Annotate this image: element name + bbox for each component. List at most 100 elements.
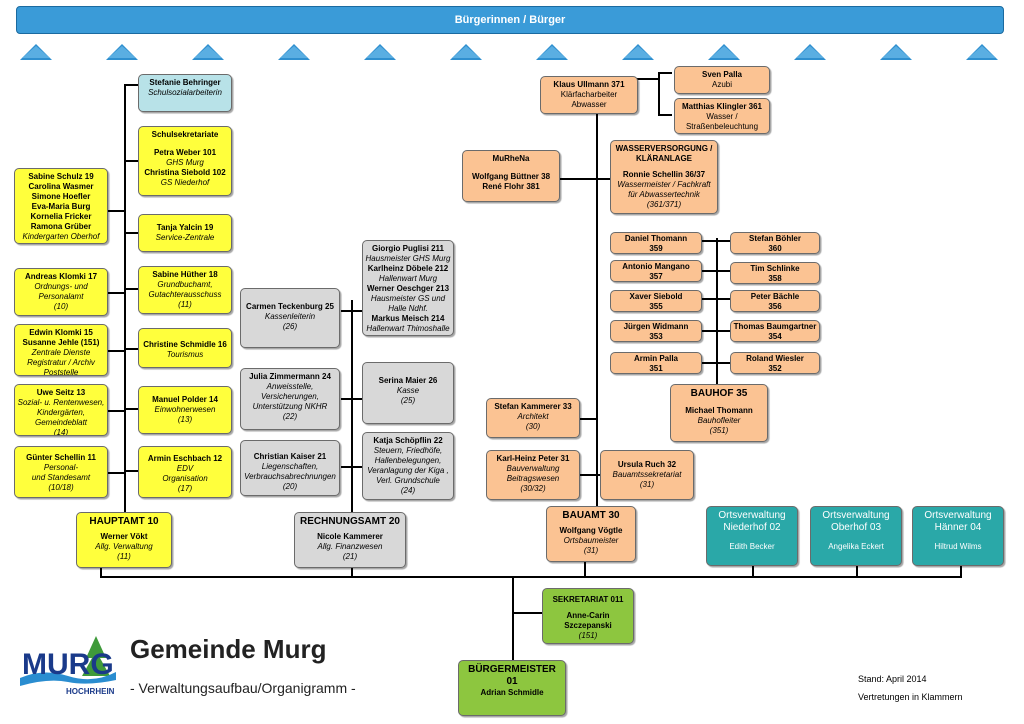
person-role: Personal-: [43, 463, 79, 472]
person-role: Bauamtssekretariat: [612, 470, 682, 479]
person-name: Hiltrud Wilms: [934, 542, 982, 551]
person-role: Hausmeister GS und: [370, 294, 446, 303]
box-heading: Niederhof 02: [723, 522, 781, 533]
person-name: Daniel Thomann: [624, 234, 688, 243]
person-role: Halle Ndhf.: [388, 304, 428, 313]
kindergarten-box: Sabine Schulz 19 Carolina Wasmer Simone …: [14, 168, 108, 244]
connector: [960, 566, 962, 578]
connector: [124, 470, 138, 472]
person-name: Nicole Kammerer: [317, 532, 383, 541]
person-name: Armin Eschbach 12: [147, 454, 223, 463]
page-subtitle: - Verwaltungsaufbau/Organigramm -: [130, 680, 356, 696]
connector: [596, 78, 598, 510]
department-heading: 01: [506, 676, 518, 687]
person-name: Katja Schöpflin 22: [373, 436, 443, 445]
connector: [702, 330, 730, 332]
schoepflin-box: Katja Schöpflin 22 Steuern, Friedhöfe, H…: [362, 432, 454, 500]
legend-note: Vertretungen in Klammern: [858, 692, 963, 702]
person-role: für Abwassertechnik: [628, 190, 700, 199]
arrow-up-icon: [794, 44, 826, 60]
department-heading: BAUHOF 35: [690, 388, 748, 399]
connector: [124, 348, 138, 350]
person-name: Tanja Yalcin 19: [156, 223, 214, 232]
connector: [124, 84, 138, 86]
arrow-up-icon: [278, 44, 310, 60]
deputy: (30): [525, 422, 541, 431]
deputy: (351): [709, 426, 729, 435]
apalla-box: Armin Palla 351: [610, 352, 702, 374]
department-heading: RECHNUNGSAMT 20: [299, 516, 400, 527]
person-role: EDV: [176, 464, 194, 473]
connector: [124, 288, 138, 290]
person-name: Christian Kaiser 21: [253, 452, 327, 461]
siebold-box: Xaver Siebold 355: [610, 290, 702, 312]
person-role: Unterstützung NKHR: [252, 402, 328, 411]
person-name: Kornelia Fricker: [30, 212, 92, 221]
person-role: Personalamt: [38, 292, 84, 301]
person-name: Wolfgang Büttner 38: [471, 172, 551, 181]
person-name: Andreas Klomki 17: [24, 272, 98, 281]
person-name: Simone Hoefler: [31, 192, 91, 201]
person-role: Schulsozialarbeiterin: [148, 88, 222, 97]
person-name: Ursula Ruch 32: [617, 460, 677, 469]
date-note: Stand: April 2014: [858, 674, 927, 684]
connector: [580, 418, 596, 420]
person-name: Szczepanski: [564, 621, 612, 630]
rechnungsamt-box: RECHNUNGSAMT 20 Nicole Kammerer Allg. Fi…: [294, 512, 406, 568]
person-role: Hallenbelegungen,: [374, 456, 442, 465]
person-role: Registratur / Archiv: [27, 358, 95, 367]
connector: [341, 398, 363, 400]
connector: [124, 408, 138, 410]
ruch-box: Ursula Ruch 32 Bauamtssekretariat (31): [600, 450, 694, 500]
deputy: (13): [177, 415, 193, 424]
phone-extension: 358: [768, 274, 782, 283]
connector: [351, 566, 353, 578]
puglisi-box: Giorgio Puglisi 211 Hausmeister GHS Murg…: [362, 240, 454, 336]
person-name: Thomas Baumgartner: [733, 322, 817, 331]
deputy: (11): [117, 552, 131, 561]
aklomki-box: Andreas Klomki 17 Ordnungs- und Personal…: [14, 268, 108, 316]
connector: [341, 310, 363, 312]
person-name: Matthias Klingler 361: [681, 102, 763, 111]
person-role: Tourismus: [166, 350, 204, 359]
arrow-up-icon: [708, 44, 740, 60]
phone-extension: 353: [649, 332, 663, 341]
person-role: Hallenwart Thimoshalle: [366, 324, 450, 333]
deputy: (151): [578, 631, 598, 640]
person-role: Grundbuchamt,: [157, 280, 213, 289]
phone-extension: 355: [649, 302, 663, 311]
person-role: Architekt: [517, 412, 549, 421]
murhena-box: MuRheNa Wolfgang Büttner 38 René Flohr 3…: [462, 150, 560, 202]
arrow-up-icon: [966, 44, 998, 60]
person-name: Karlheinz Döbele 212: [367, 264, 449, 273]
thomann-box: Daniel Thomann 359: [610, 232, 702, 254]
person-role: Kindergarten Oberhof: [22, 232, 100, 241]
deputy: (24): [400, 486, 416, 495]
person-role: Ortsbaumeister: [563, 536, 619, 545]
schellin-box: Günter Schellin 11 Personal- und Standes…: [14, 446, 108, 498]
deputy: (30/32): [520, 484, 546, 493]
deputy: (361/371): [646, 200, 682, 209]
box-heading: KLÄRANLAGE: [636, 154, 692, 163]
phone-extension: 356: [768, 302, 782, 311]
page-title: Gemeinde Murg: [130, 634, 327, 664]
deputy: (17): [177, 484, 193, 493]
maier-box: Serina Maier 26 Kasse (25): [362, 362, 454, 424]
deputy: (14): [53, 428, 69, 436]
person-role: Abwasser: [571, 100, 607, 109]
connector: [100, 576, 962, 578]
teckenburg-box: Carmen Teckenburg 25 Kassenleiterin (26): [240, 288, 340, 348]
person-name: Roland Wiesler: [746, 354, 804, 363]
huether-box: Sabine Hüther 18 Grundbuchamt, Gutachter…: [138, 266, 232, 314]
connector: [856, 566, 858, 578]
person-role: Kasse: [396, 386, 420, 395]
arrow-up-icon: [536, 44, 568, 60]
person-name: Eva-Maria Burg: [31, 202, 91, 211]
baechle-box: Peter Bächle 356: [730, 290, 820, 312]
department-heading: BÜRGERMEISTER: [468, 664, 556, 675]
connector: [702, 270, 730, 272]
department-heading: HAUPTAMT 10: [89, 516, 159, 527]
person-name: Klaus Ullmann 371: [553, 80, 625, 89]
box-heading: Schulsekretariate: [151, 130, 219, 139]
connector: [108, 410, 124, 412]
